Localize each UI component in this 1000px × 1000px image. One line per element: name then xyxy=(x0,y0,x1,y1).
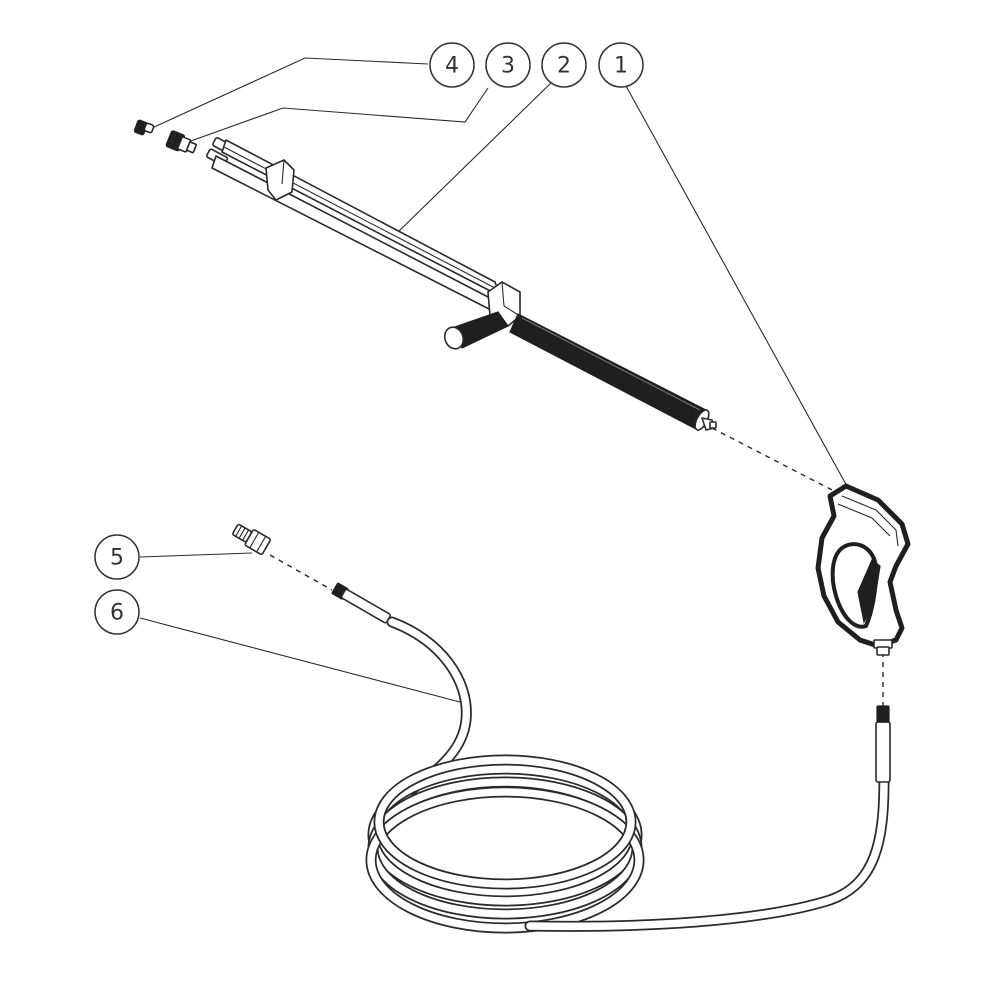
callout-2-label: 2 xyxy=(557,54,571,79)
callout-6: 6 xyxy=(94,589,140,635)
assembly-line-coupler-to-hose xyxy=(269,554,333,591)
callout-3: 3 xyxy=(485,42,531,88)
nozzle-tip xyxy=(133,119,155,136)
callout-3-label: 3 xyxy=(501,54,515,79)
assembly-lines xyxy=(269,427,884,706)
hose-coupler xyxy=(232,523,271,555)
leader-line-2 xyxy=(397,81,553,233)
quick-coupler xyxy=(165,130,197,154)
callout-5-label: 5 xyxy=(110,546,124,571)
callouts: 4 3 2 1 5 6 xyxy=(94,42,644,635)
hose-coil xyxy=(365,754,645,934)
callout-5: 5 xyxy=(94,534,140,580)
leader-line-5 xyxy=(139,552,253,558)
callout-1-label: 1 xyxy=(614,54,628,79)
leader-line-3 xyxy=(187,87,489,143)
hose xyxy=(331,582,891,934)
spray-lance xyxy=(206,137,717,431)
callout-4-label: 4 xyxy=(445,54,459,79)
callout-1: 1 xyxy=(598,42,644,88)
assembly-line-lance-to-gun xyxy=(711,427,837,493)
trigger-gun xyxy=(815,483,911,656)
callout-6-label: 6 xyxy=(110,601,124,626)
callout-4: 4 xyxy=(429,42,475,88)
leader-line-4 xyxy=(151,57,429,129)
callout-2: 2 xyxy=(541,42,587,88)
leader-line-6 xyxy=(139,617,461,703)
leader-lines xyxy=(139,57,849,703)
leader-line-1 xyxy=(625,85,849,489)
